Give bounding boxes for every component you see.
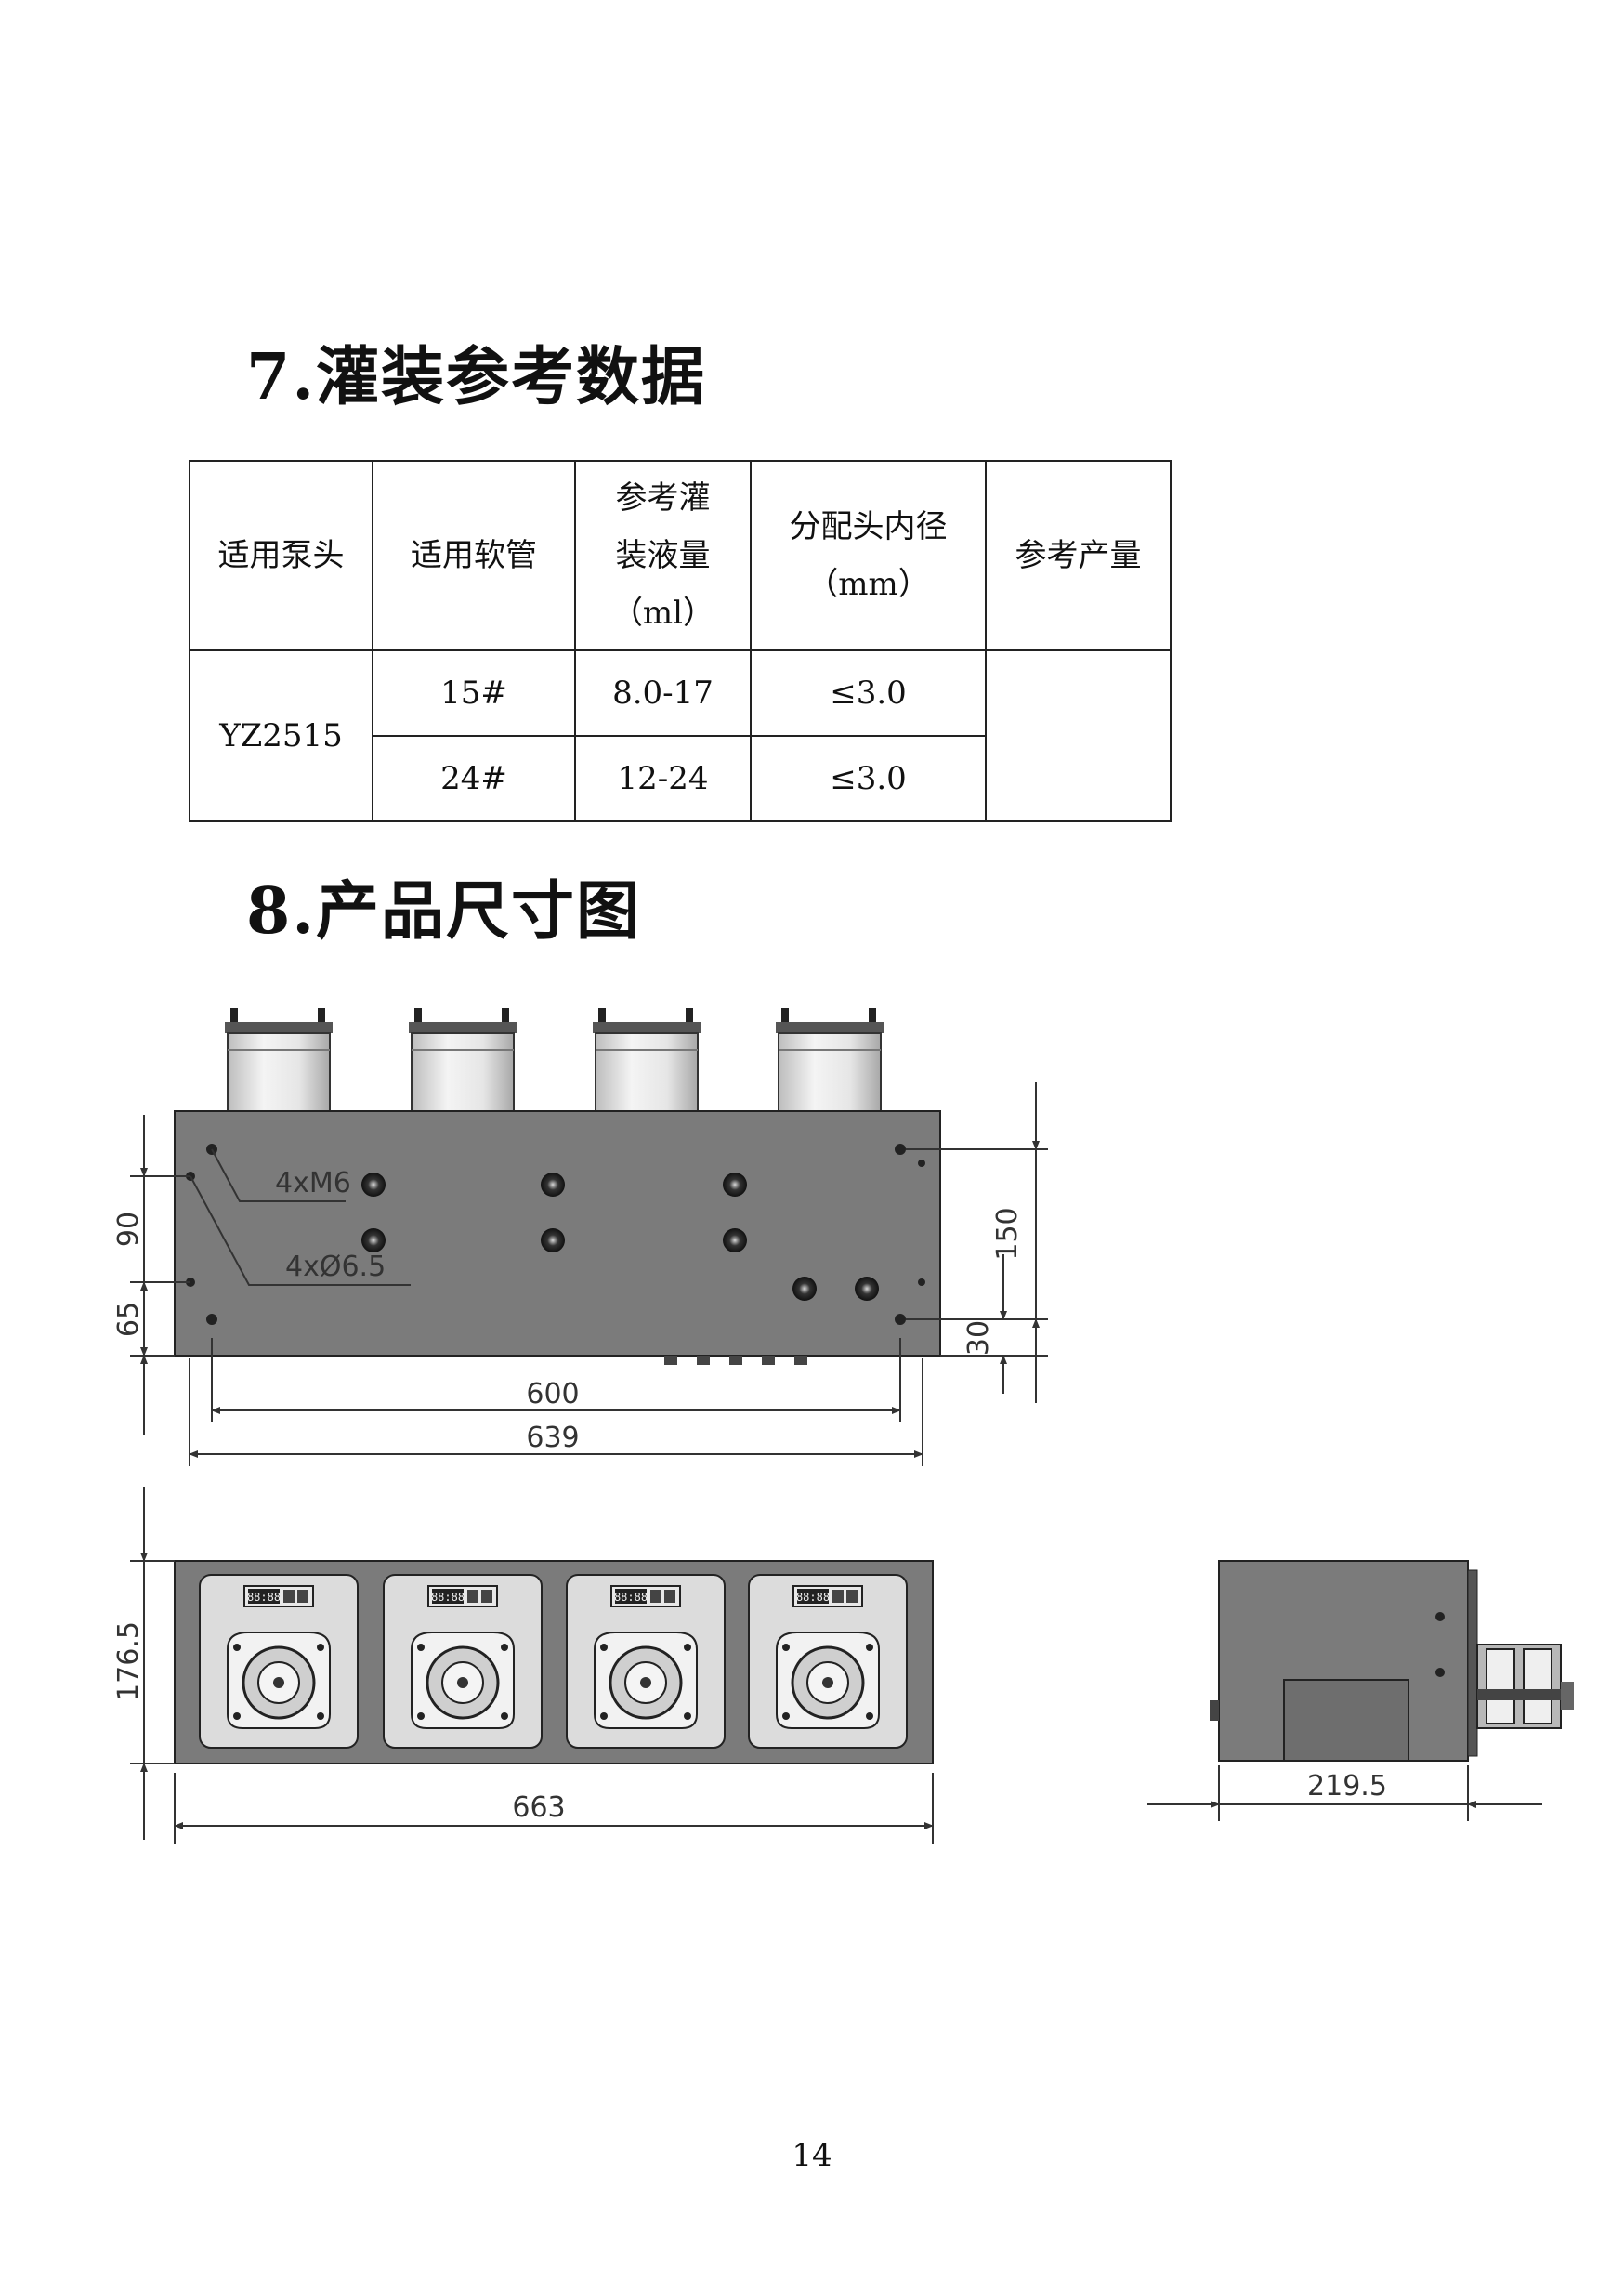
callout-tapped-holes: 4xM6 <box>275 1167 351 1199</box>
header-tube: 适用软管 <box>372 460 576 651</box>
front-view: 88:88 88:88 88:88 <box>112 1487 934 1844</box>
table-row: 24# 12-24 ≤3.0 <box>190 735 1171 822</box>
header-pump-head: 适用泵头 <box>189 460 373 651</box>
callout-through-holes: 4xØ6.5 <box>285 1251 386 1283</box>
display-readout: 88:88 <box>796 1591 830 1604</box>
dim-upper-vertical: 90 <box>112 1212 145 1247</box>
section-7-title: 7.灌装参考数据 <box>246 340 706 414</box>
cell-tube: 15# <box>372 649 576 737</box>
dim-front-height: 176.5 <box>112 1621 145 1701</box>
dim-overall-width: 639 <box>526 1422 579 1454</box>
side-view: 219.5 <box>1147 1560 1574 1821</box>
display-readout: 88:88 <box>247 1591 281 1604</box>
filling-reference-table: 适用泵头 适用软管 参考灌 装液量 （ml） 分配头内径 （mm） 参考产量 Y… <box>189 460 1172 822</box>
table-row: YZ2515 15# 8.0-17 ≤3.0 <box>189 649 1172 822</box>
pump-module: 88:88 <box>566 1574 726 1749</box>
knobs <box>361 1173 879 1301</box>
connectors <box>664 1356 807 1365</box>
cell-volume: 12-24 <box>574 735 752 822</box>
dim-side-depth: 219.5 <box>1307 1770 1387 1802</box>
dim-bottom-offset: 30 <box>963 1320 995 1356</box>
cell-nozzle: ≤3.0 <box>750 735 987 822</box>
header-fill-volume-line3: （ml） <box>610 595 715 632</box>
header-fill-volume: 参考灌 装液量 （ml） <box>574 460 752 651</box>
pump-module: 88:88 <box>748 1574 908 1749</box>
cell-volume: 8.0-17 <box>574 649 752 737</box>
pump-module: 88:88 <box>199 1574 359 1749</box>
header-fill-volume-line2: 装液量 <box>615 537 711 574</box>
dim-front-width: 663 <box>512 1791 565 1824</box>
side-pump-head <box>1476 1644 1574 1729</box>
display-readout: 88:88 <box>614 1591 648 1604</box>
page-number: 14 <box>792 2137 832 2174</box>
top-view: 4xM6 4xØ6.5 600 639 90 65 150 30 <box>112 1008 1048 1466</box>
cell-tube: 24# <box>372 735 576 822</box>
header-output: 参考产量 <box>985 460 1172 651</box>
section-8-title: 8.产品尺寸图 <box>246 874 641 949</box>
header-fill-volume-line1: 参考灌 <box>615 479 711 517</box>
pump-module: 88:88 <box>383 1574 543 1749</box>
header-nozzle-line2: （mm） <box>806 566 930 603</box>
cell-nozzle: ≤3.0 <box>750 649 987 737</box>
table-header-row: 适用泵头 适用软管 参考灌 装液量 （ml） 分配头内径 （mm） 参考产量 <box>189 460 1172 651</box>
cell-output <box>985 649 1172 822</box>
cell-pump-head: YZ2515 <box>189 649 373 822</box>
dim-hole-spacing: 600 <box>526 1378 579 1410</box>
dim-height: 150 <box>991 1207 1024 1260</box>
header-nozzle-diameter: 分配头内径 （mm） <box>750 460 987 651</box>
dim-lower-vertical: 65 <box>112 1302 145 1337</box>
pump-head-tops <box>219 1008 889 1126</box>
display-readout: 88:88 <box>431 1591 465 1604</box>
header-nozzle-line1: 分配头内径 <box>789 508 948 545</box>
